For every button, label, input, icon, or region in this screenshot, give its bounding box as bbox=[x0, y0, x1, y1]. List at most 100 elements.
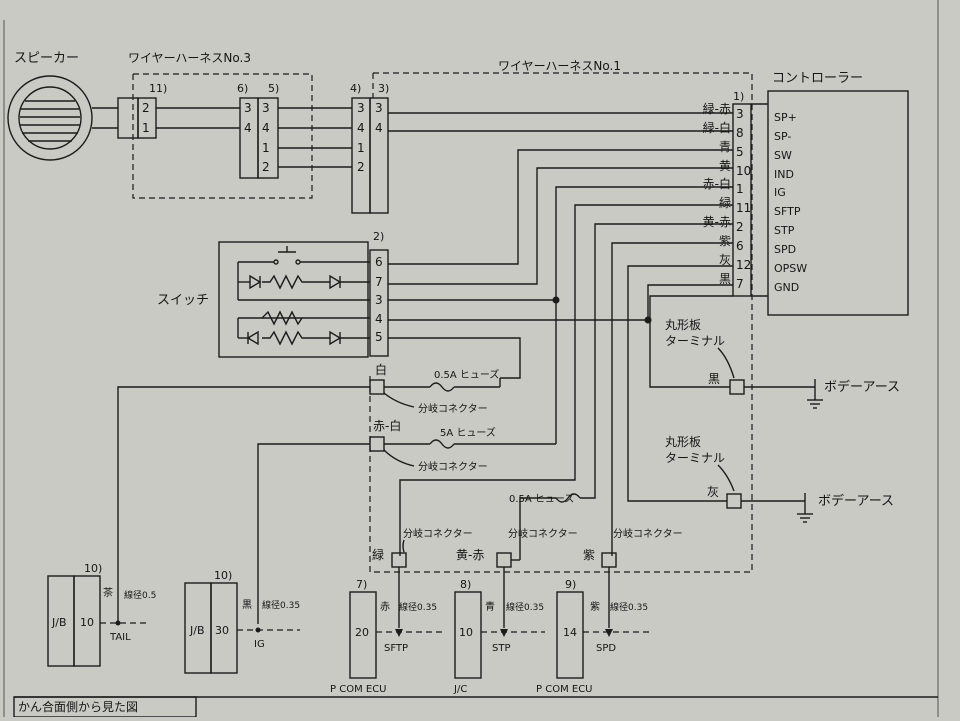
wire-purple-label: 紫 bbox=[583, 548, 595, 562]
controller-pin-spd: SPD bbox=[774, 243, 796, 256]
speaker-label: スピーカー bbox=[14, 51, 79, 66]
c11-pin-1: 2 bbox=[142, 101, 150, 115]
wire-harness-1: ワイヤーハーネスNo.1 4) 3) 3 4 1 2 3 4 bbox=[278, 59, 753, 573]
fuse-05a-label-2: 0.5A ヒューズ bbox=[509, 492, 574, 505]
c1-wire-color-2: 緑-白 bbox=[703, 120, 731, 135]
harness1-label: ワイヤーハーネスNo.1 bbox=[498, 59, 621, 73]
c5-pin-1: 3 bbox=[262, 101, 270, 115]
jb1-label: J/B bbox=[51, 616, 67, 629]
round-terminal-label-1: 丸形板 bbox=[665, 318, 701, 332]
branch-label-3: 分岐コネクター bbox=[403, 527, 473, 540]
harness3-label: ワイヤーハーネスNo.3 bbox=[128, 51, 251, 65]
p2-name: J/C bbox=[453, 684, 467, 695]
jb1-gauge: 線径0.5 bbox=[124, 589, 156, 601]
body-earth-label-2: ボデーアース bbox=[818, 493, 894, 509]
branch-label-5: 分岐コネクター bbox=[613, 527, 683, 540]
switch-wires bbox=[388, 149, 733, 379]
branch-label-4: 分岐コネクター bbox=[508, 527, 578, 540]
switch-label: スイッチ bbox=[157, 293, 209, 308]
speaker: スピーカー bbox=[7, 51, 118, 161]
controller-pin-ind: IND bbox=[774, 168, 794, 181]
p2-pin: 10 bbox=[459, 626, 473, 639]
c4-pin-4: 2 bbox=[357, 160, 365, 174]
p2-gauge: 線径0.35 bbox=[506, 601, 544, 613]
c3-pin-2: 4 bbox=[375, 121, 383, 135]
c1-wire-color-6: 緑 bbox=[719, 195, 731, 210]
jb2-wire-color: 黒 bbox=[242, 599, 252, 611]
controller-pin-spplus: SP+ bbox=[774, 111, 797, 124]
c4-pin-3: 1 bbox=[357, 141, 365, 155]
p2-wire-color: 青 bbox=[485, 600, 495, 613]
round-terminal2-label-1: ターミナル bbox=[665, 334, 725, 348]
controller-pin-spminus: SP- bbox=[774, 130, 791, 143]
c1-wire-color-10: 黒 bbox=[719, 272, 731, 286]
ground-terminals: 丸形板 ターミナル 黒 ボデーアース 丸形板 ターミナル 灰 ボデーアース bbox=[627, 265, 900, 523]
wire-black-label: 黒 bbox=[708, 372, 720, 386]
controller-pin-sftp: SFTP bbox=[774, 205, 801, 218]
connector-1-label: 1) bbox=[733, 90, 744, 103]
controller-pin-gnd: GND bbox=[774, 281, 799, 294]
wire-green-label: 緑 bbox=[372, 547, 384, 562]
p1-gauge: 線径0.35 bbox=[399, 601, 437, 613]
connector-10a-label: 10) bbox=[84, 562, 102, 575]
c4-pin-1: 3 bbox=[357, 101, 365, 115]
c1-pin-7: 2 bbox=[736, 220, 744, 234]
controller-pin-sw: SW bbox=[774, 149, 792, 162]
connector-5-label: 5) bbox=[268, 82, 279, 95]
wire-red-white-label: 赤-白 bbox=[373, 418, 401, 433]
connector-7-label: 7) bbox=[356, 578, 367, 591]
c2-pin-3: 3 bbox=[375, 293, 383, 307]
jb2-gauge: 線径0.35 bbox=[262, 599, 300, 611]
p1-wire-color: 赤 bbox=[380, 601, 390, 613]
jb2-label: J/B bbox=[189, 624, 205, 637]
c1-wire-color-9: 灰 bbox=[719, 253, 731, 267]
footer-caption: かん合面側から見た図 bbox=[18, 699, 138, 714]
c1-wire-color-8: 紫 bbox=[719, 234, 731, 248]
connector-11-label: 11) bbox=[149, 82, 167, 95]
p1-name: P COM ECU bbox=[330, 684, 387, 695]
connector-6-label: 6) bbox=[237, 82, 248, 95]
round-terminal2-label-2: ターミナル bbox=[665, 451, 725, 465]
connector-8-label: 8) bbox=[460, 578, 471, 591]
c6-pin-1: 3 bbox=[244, 101, 252, 115]
jb1-signal: TAIL bbox=[109, 632, 131, 643]
c2-pin-5: 5 bbox=[375, 330, 383, 344]
connector-9-label: 9) bbox=[565, 578, 576, 591]
c1-pin-6: 11 bbox=[736, 201, 751, 215]
c1-wire-color-4: 黄 bbox=[719, 159, 731, 173]
c5-pin-4: 2 bbox=[262, 160, 270, 174]
round-terminal-label-2: 丸形板 bbox=[665, 435, 701, 449]
controller-pin-stp: STP bbox=[774, 224, 795, 237]
c2-pin-4: 4 bbox=[375, 312, 383, 326]
switch: スイッチ 2) 6 7 3 4 5 bbox=[157, 230, 389, 358]
connector-10b-label: 10) bbox=[214, 569, 232, 582]
jb1-pin: 10 bbox=[80, 616, 94, 629]
c1-wire-color-5: 赤-白 bbox=[703, 176, 731, 191]
bottom-connectors: 10) J/B 10 茶 線径0.5 TAIL 10) J/B 30 黒 線径0… bbox=[47, 562, 650, 695]
p3-name: P COM ECU bbox=[536, 684, 593, 695]
c1-pin-3: 5 bbox=[736, 145, 744, 159]
c1-wire-color-7: 黄-赤 bbox=[703, 215, 731, 229]
p3-gauge: 線径0.35 bbox=[610, 601, 648, 613]
c1-pin-5: 1 bbox=[736, 182, 744, 196]
wire-yellow-red-label: 黄-赤 bbox=[456, 548, 484, 562]
c1-pin-2: 8 bbox=[736, 126, 744, 140]
fuse-5a-label: 5A ヒューズ bbox=[440, 426, 496, 439]
fuse-branch-white: 白 0.5A ヒューズ 分岐コネクター bbox=[117, 300, 557, 624]
jb2-signal: IG bbox=[254, 639, 265, 650]
body-earth-label-1: ボデーアース bbox=[824, 379, 900, 395]
c11-pin-2: 1 bbox=[142, 121, 150, 135]
wire-gray-label: 灰 bbox=[707, 485, 719, 499]
p2-signal: STP bbox=[492, 643, 511, 654]
connector-3-label: 3) bbox=[378, 82, 389, 95]
c5-pin-3: 1 bbox=[262, 141, 270, 155]
controller-pin-opsw: OPSW bbox=[774, 262, 807, 275]
c1-pin-4: 10 bbox=[736, 164, 751, 178]
c1-wire-color-3: 青 bbox=[719, 140, 731, 154]
wire-harness-3: ワイヤーハーネスNo.3 11) 6) 5) 2 1 3 4 3 4 1 2 bbox=[117, 51, 313, 199]
c1-pin-9: 12 bbox=[736, 258, 751, 272]
c4-pin-2: 4 bbox=[357, 121, 365, 135]
